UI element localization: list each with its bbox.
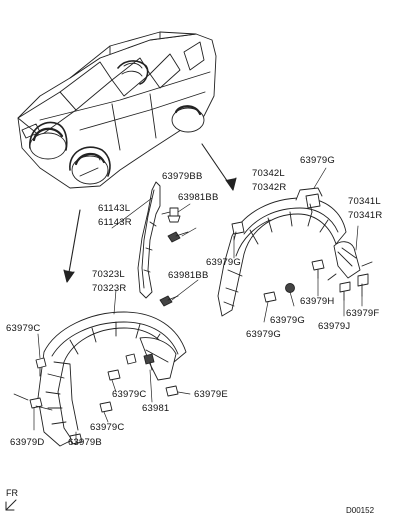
label-63981bb-top: 63981BB <box>178 192 219 203</box>
label-63979e: 63979E <box>194 389 228 400</box>
callout-arrows <box>63 143 237 283</box>
label-63979bb: 63979BB <box>162 171 203 182</box>
label-70342r: 70342R <box>252 182 287 193</box>
label-63979g-low: 63979G <box>246 329 282 340</box>
rear-liner-70342 <box>217 187 347 317</box>
label-63979c-left: 63979C <box>6 323 41 334</box>
label-63979h: 63979H <box>300 296 335 307</box>
label-63979d: 63979D <box>10 437 45 448</box>
label-61143r: 61143R <box>98 217 132 228</box>
front-direction-arrow <box>5 499 17 511</box>
label-63979b: 63979B <box>68 437 102 448</box>
bracket-61143 <box>137 181 189 307</box>
label-70323r: 70323R <box>92 283 127 294</box>
label-63979f: 63979F <box>346 308 380 319</box>
label-63979g-mid: 63979G <box>270 315 306 326</box>
label-70323l: 70323L <box>92 269 125 280</box>
label-70342l: 70342L <box>252 168 285 179</box>
label-63979g-left: 63979G <box>206 257 242 268</box>
label-63979j: 63979J <box>318 321 351 332</box>
label-63981: 63981 <box>142 403 170 414</box>
label-63981bb-mid: 63981BB <box>168 270 209 281</box>
front-direction-label: FR <box>6 488 18 498</box>
label-61143l: 61143L <box>98 203 131 214</box>
small-liner-70341 <box>311 225 373 301</box>
diagram-code: D00152 <box>346 506 375 515</box>
label-63979c-mid: 63979C <box>112 389 147 400</box>
label-63979g-top: 63979G <box>300 155 336 166</box>
label-63979c-low: 63979C <box>90 422 125 433</box>
vehicle-illustration <box>17 31 217 189</box>
label-70341l: 70341L <box>348 196 381 207</box>
label-70341r: 70341R <box>348 210 383 221</box>
front-liner-70323 <box>29 311 187 447</box>
